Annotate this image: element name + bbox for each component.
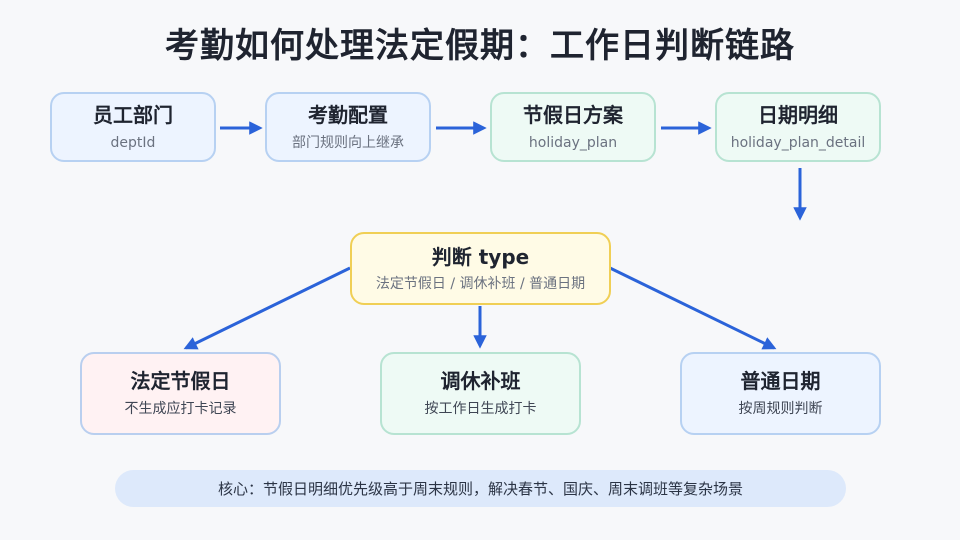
node-legal-holiday-title: 法定节假日 (130, 369, 231, 394)
node-decision-subtitle: 法定节假日 / 调休补班 / 普通日期 (375, 275, 586, 292)
node-attendance-config-subtitle: 部门规则向上继承 (292, 134, 404, 151)
node-makeup-workday: 调休补班 按工作日生成打卡 (380, 352, 581, 435)
node-employee-dept-title: 员工部门 (93, 102, 173, 127)
node-employee-dept: 员工部门 deptId (50, 92, 216, 162)
node-date-detail-subtitle: holiday_plan_detail (730, 134, 866, 151)
diagram-title: 考勤如何处理法定假期：工作日判断链路 (165, 26, 795, 66)
node-decision-type: 判断 type 法定节假日 / 调休补班 / 普通日期 (350, 232, 611, 305)
footer-note: 核心：节假日明细优先级高于周末规则，解决春节、国庆、周末调班等复杂场景 (115, 470, 846, 507)
node-holiday-plan-title: 节假日方案 (523, 102, 623, 127)
node-makeup-workday-subtitle: 按工作日生成打卡 (424, 401, 537, 418)
node-normal-date-subtitle: 按周规则判断 (738, 401, 823, 418)
node-normal-date-title: 普通日期 (740, 369, 821, 394)
node-date-detail: 日期明细 holiday_plan_detail (715, 92, 881, 162)
arrow-to-holiday (183, 266, 351, 350)
node-holiday-plan: 节假日方案 holiday_plan (490, 92, 656, 162)
node-attendance-config: 考勤配置 部门规则向上继承 (265, 92, 431, 162)
node-makeup-workday-title: 调休补班 (440, 369, 521, 394)
node-decision-title: 判断 type (431, 244, 530, 269)
node-legal-holiday: 法定节假日 不生成应打卡记录 (80, 352, 281, 435)
arrow-to-normal (609, 266, 777, 350)
node-legal-holiday-subtitle: 不生成应打卡记录 (124, 401, 237, 418)
node-employee-dept-subtitle: deptId (110, 134, 156, 151)
node-holiday-plan-subtitle: holiday_plan (528, 134, 618, 151)
node-normal-date: 普通日期 按周规则判断 (680, 352, 881, 435)
node-date-detail-title: 日期明细 (758, 102, 838, 127)
node-attendance-config-title: 考勤配置 (308, 102, 388, 127)
